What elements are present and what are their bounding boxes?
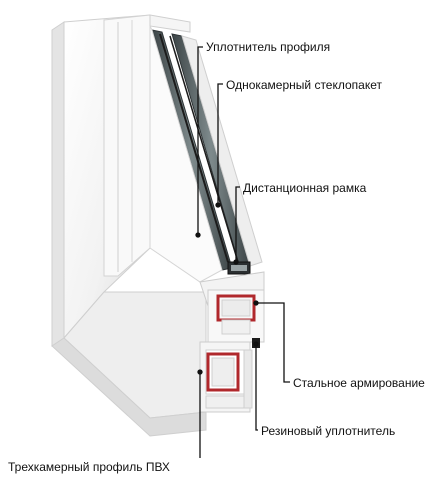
leader-lines [195,46,290,458]
leader-spacer-frame [235,186,240,262]
pvc-frame [51,14,207,437]
steel-reinforcement-lower [206,352,240,392]
glazing-unit [149,14,263,283]
leader-rubber-seal [255,344,258,431]
label-spacer-frame: Дистанционная рамка [243,181,367,195]
leader-steel-reinforcement [256,302,290,383]
leader-profile-seal [197,46,203,235]
frame-profile [199,341,253,413]
sash-profile [199,271,265,348]
label-steel-reinforcement: Стальное армирование [293,376,425,390]
label-three-chamber-pvc-profile: Трехкамерный профиль ПВХ [8,460,170,474]
leader-single-chamber-glazing [217,83,223,205]
label-profile-seal: Уплотнитель профиля [206,40,331,54]
label-single-chamber-glazing: Однокамерный стеклопакет [226,78,383,92]
label-rubber-seal: Резиновый уплотнитель [261,424,396,438]
